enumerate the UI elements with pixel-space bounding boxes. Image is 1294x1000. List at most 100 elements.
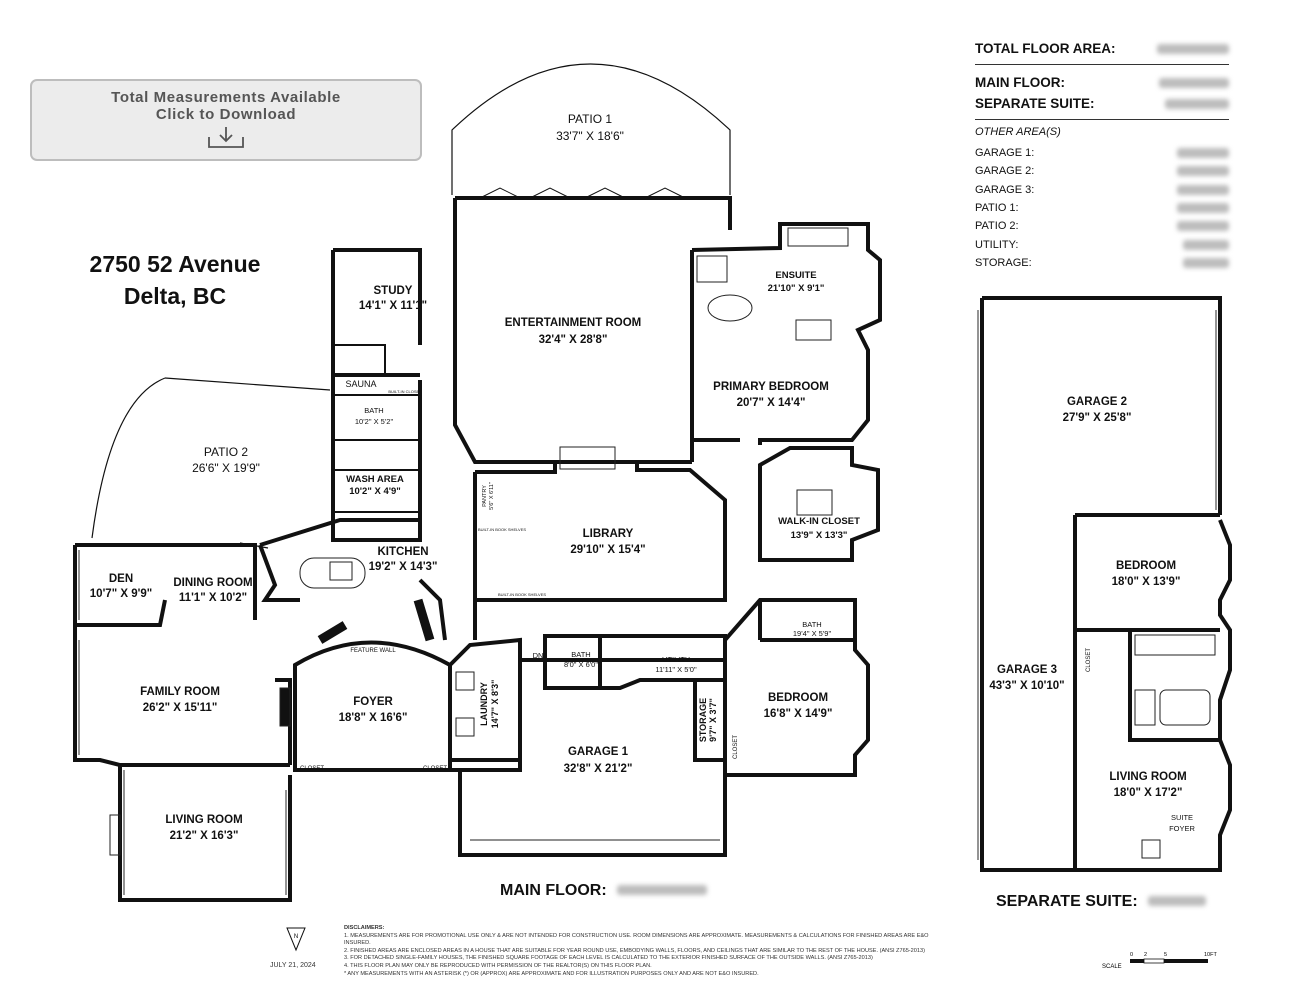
address-line1: 2750 52 Avenue <box>89 251 261 277</box>
garage1-name: GARAGE 1 <box>568 746 629 758</box>
other-area-row: STORAGE: <box>975 254 1229 272</box>
blurred-value <box>1183 239 1229 250</box>
wash-dims: 10'2" X 4'9" <box>349 486 401 497</box>
scale-segment <box>1164 959 1208 963</box>
bedroom-main-name: BEDROOM <box>768 692 828 704</box>
ensuite-name: ENSUITE <box>775 270 816 281</box>
total-floor-area-row: TOTAL FLOOR AREA: <box>975 38 1229 59</box>
sauna-walls <box>333 344 420 513</box>
kitchen-island <box>299 557 366 589</box>
main-floor-label: MAIN FLOOR: <box>975 75 1065 90</box>
closet-label: CLOSET <box>1086 648 1092 672</box>
laundry-walls <box>448 637 522 762</box>
bath-study-dims: 10'2" X 5'2" <box>355 417 394 426</box>
sauna-name: SAUNA <box>345 379 376 389</box>
pantry-dims: 5'6" X 6'11" <box>489 482 495 510</box>
other-area-row: PATIO 1: <box>975 199 1229 217</box>
garage2-name: GARAGE 2 <box>1067 396 1127 408</box>
main-floor-row: MAIN FLOOR: <box>975 72 1229 93</box>
den-name: DEN <box>109 573 133 585</box>
patio1-dims: 33'7" X 18'6" <box>556 129 624 143</box>
garage1-walls <box>450 658 727 857</box>
scale-tick: 2 <box>1144 952 1147 958</box>
other-area-row: UTILITY: <box>975 235 1229 253</box>
blurred-value <box>1177 166 1229 177</box>
divider <box>975 119 1229 120</box>
compass-label: N <box>294 934 298 940</box>
blurred-value <box>1177 221 1229 232</box>
entertainment-room-walls <box>453 196 732 464</box>
download-measurements-button[interactable]: Total Measurements Available Click to Do… <box>30 79 422 161</box>
dn-label: DN <box>533 651 544 660</box>
divider <box>975 64 1229 65</box>
vanity <box>795 319 832 341</box>
wash-name: WASH AREA <box>346 474 404 485</box>
suite-vanity <box>1134 634 1216 656</box>
kitchen-dims: 19'2" X 14'3" <box>369 561 438 573</box>
disclaimer-line: 2. FINISHED AREAS ARE ENCLOSED AREAS IN … <box>344 947 925 954</box>
suite-foyer-line1: SUITE <box>1171 813 1193 822</box>
bath-laundry-dims: 8'0" X 6'0" <box>564 660 598 669</box>
ensuite-walls <box>690 222 882 445</box>
garage-2-3-walls <box>980 296 1222 872</box>
area-summary-panel: TOTAL FLOOR AREA: MAIN FLOOR: SEPARATE S… <box>975 38 1229 272</box>
address-line2: Delta, BC <box>123 283 227 309</box>
bathtub <box>707 294 753 322</box>
suite-walls <box>1073 515 1232 872</box>
other-area-label: GARAGE 1: <box>975 147 1035 160</box>
living-name: LIVING ROOM <box>165 814 242 826</box>
scale-segment <box>1130 959 1144 963</box>
walls <box>73 63 1232 902</box>
closet-label: CLOSET <box>423 766 447 772</box>
other-areas-label: OTHER AREA(S) <box>975 126 1061 138</box>
separate-suite-title-text: SEPARATE SUITE: <box>996 893 1138 910</box>
patio-doors <box>479 187 686 199</box>
separate-suite-title: SEPARATE SUITE: <box>996 893 1207 911</box>
blurred-value <box>1177 203 1229 214</box>
other-area-label: GARAGE 3: <box>975 183 1035 196</box>
fireplace <box>559 446 616 470</box>
blurred-value <box>1148 896 1207 906</box>
feature-wall <box>317 598 435 644</box>
desk <box>796 489 833 516</box>
other-area-label: UTILITY: <box>975 238 1019 251</box>
other-area-row: GARAGE 2: <box>975 162 1229 180</box>
bedroom-walls <box>723 598 870 777</box>
property-address: 2750 52 Avenue Delta, BC <box>60 248 290 312</box>
separate-suite-label: SEPARATE SUITE: <box>975 96 1095 111</box>
dining-name: DINING ROOM <box>173 577 252 589</box>
suite-shower <box>1134 689 1156 726</box>
storage-dims: 9'7" X 3'7" <box>708 698 718 742</box>
disclaimer-line: * ANY MEASUREMENTS WITH AN ASTERISK (*) … <box>344 970 759 977</box>
total-floor-area-label: TOTAL FLOOR AREA: <box>975 41 1116 56</box>
disclaimer-line: DISCLAIMERS: <box>344 925 385 931</box>
download-icon <box>208 127 244 148</box>
shower <box>696 255 728 283</box>
sink <box>787 227 849 247</box>
bedroom-main-dims: 16'8" X 14'9" <box>764 708 833 720</box>
main-floor-title-text: MAIN FLOOR: <box>500 882 607 899</box>
scale-label: SCALE <box>1102 964 1122 970</box>
kitchen-name: KITCHEN <box>377 546 428 558</box>
living-suite-name: LIVING ROOM <box>1109 771 1186 783</box>
patio1-outline <box>451 63 731 195</box>
scale-segment <box>1143 958 1165 964</box>
living-dims: 21'2" X 16'3" <box>170 830 239 842</box>
suite-foyer-line2: FOYER <box>1169 824 1195 833</box>
entertainment-name: ENTERTAINMENT ROOM <box>505 317 642 329</box>
garage2-dims: 27'9" X 25'8" <box>1063 412 1132 424</box>
study-dims: 14'1" X 11'1" <box>359 300 427 312</box>
disclaimer-line: 4. THIS FLOOR PLAN MAY ONLY BE REPRODUCE… <box>344 962 652 969</box>
main-floor-title: MAIN FLOOR: <box>500 882 708 900</box>
foyer-dims: 18'8" X 16'6" <box>339 712 408 724</box>
study-name: STUDY <box>374 285 413 297</box>
kitchen-walls <box>258 518 447 641</box>
compass-icon <box>286 927 306 952</box>
family-dims: 26'2" X 15'11" <box>143 702 218 714</box>
walkin-name: WALK-IN CLOSET <box>778 516 860 527</box>
separate-suite-row: SEPARATE SUITE: <box>975 93 1229 114</box>
bedroom-suite-dims: 18'0" X 13'9" <box>1112 576 1181 588</box>
storage-walls <box>693 680 725 762</box>
other-area-label: PATIO 2: <box>975 220 1019 233</box>
utility-walls <box>543 634 727 690</box>
